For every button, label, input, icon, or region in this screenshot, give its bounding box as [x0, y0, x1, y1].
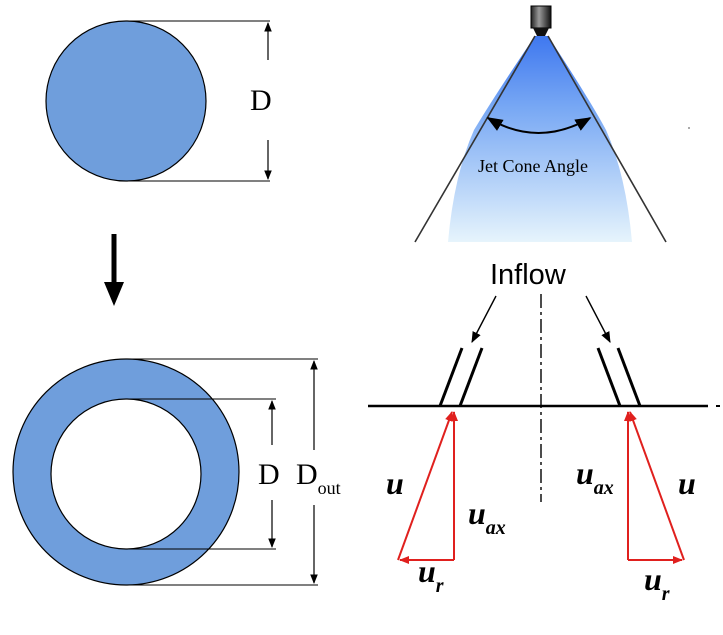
- spray-plume: [448, 36, 632, 242]
- solid-disk: [45, 20, 207, 182]
- spray-cone-group: Jet Cone Angle: [414, 5, 690, 243]
- cone-angle-arc: [486, 117, 592, 134]
- u-ax-label-right: uax: [576, 455, 614, 499]
- u-label-right: u: [678, 465, 696, 501]
- u-label-left: u: [386, 465, 404, 501]
- slot-wall-right-b: [616, 347, 642, 407]
- annulus-group: D Dout: [12, 358, 341, 586]
- nozzle-section-group: [368, 294, 720, 502]
- inflow-arrow-left: [471, 295, 497, 343]
- inflow-label: Inflow: [490, 259, 567, 291]
- cone-edge-left: [414, 35, 536, 243]
- u-ax-label-left: uax: [468, 495, 506, 539]
- down-arrow-icon: [104, 234, 124, 306]
- slot-wall-left-a: [438, 347, 464, 407]
- d-label-inner: D: [258, 458, 280, 491]
- spray-nozzle-icon: [530, 5, 552, 36]
- u-r-label-right: ur: [644, 561, 670, 605]
- u-r-label-left: ur: [418, 553, 444, 597]
- d-label-top: D: [250, 84, 272, 117]
- jet-cone-angle-label: Jet Cone Angle: [478, 156, 588, 176]
- cone-edge-right: [547, 35, 667, 243]
- velocity-triangle-right: [624, 411, 685, 564]
- slot-wall-left-b: [458, 347, 484, 407]
- d-out-label: Dout: [296, 458, 341, 498]
- velocity-triangle-left: [397, 411, 458, 564]
- solid-disk-group: D: [45, 20, 272, 182]
- slot-wall-right-a: [596, 347, 622, 407]
- annulus-inner: [50, 398, 202, 550]
- inflow-arrow-right: [585, 295, 611, 343]
- u-vector-right: [629, 411, 685, 561]
- u-vector-left: [397, 411, 453, 561]
